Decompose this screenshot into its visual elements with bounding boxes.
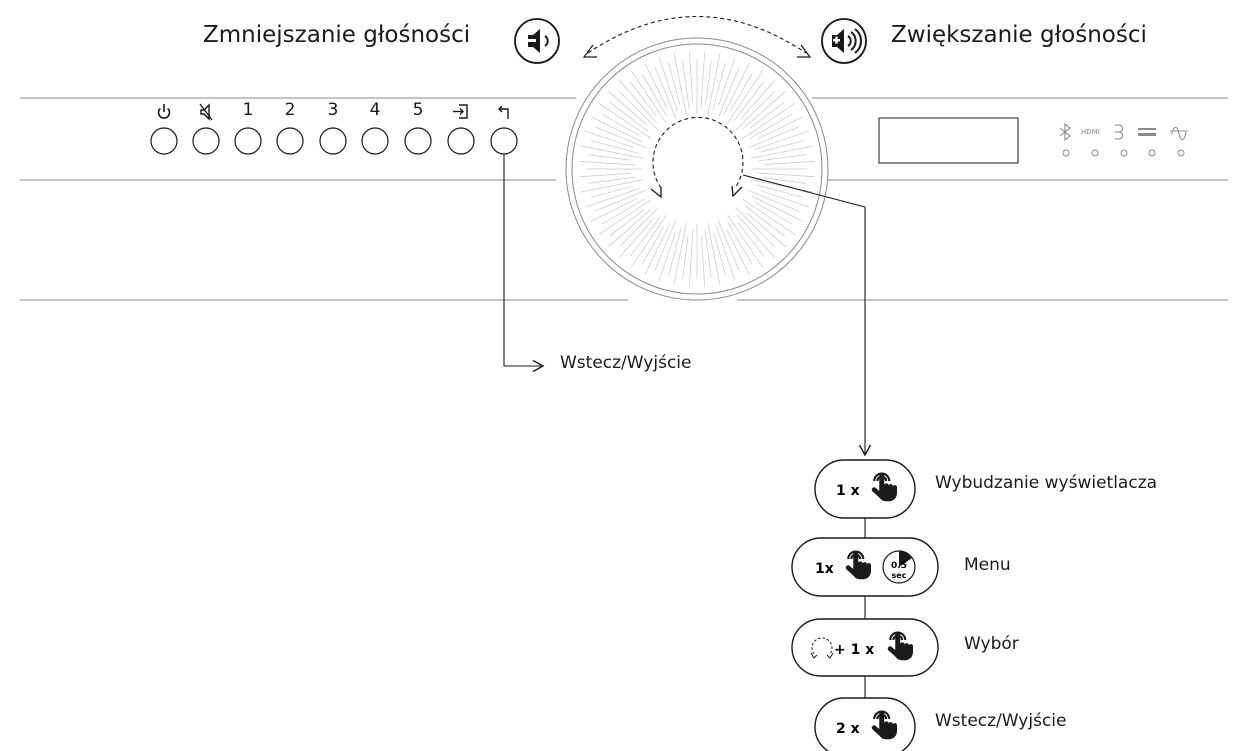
- action-select-count: + 1 x: [834, 642, 874, 658]
- action-back: 2 x: [814, 697, 916, 751]
- preset-1-label: 1: [242, 100, 254, 120]
- bluetooth-icon: [1059, 122, 1071, 142]
- action-wake-count: 1 x: [836, 483, 860, 499]
- action-wake: 1 x: [814, 459, 916, 519]
- back-button-description: Wstecz/Wyjście: [560, 353, 692, 373]
- knob-callout: [742, 174, 872, 457]
- volume-arc-arrow: [587, 15, 807, 54]
- optical-icon: [1115, 124, 1124, 140]
- preset-2-label: 2: [284, 100, 296, 120]
- menu-label: Menu: [964, 555, 1011, 575]
- button-row: [150, 127, 518, 155]
- rotate-hint-icon: [650, 116, 744, 199]
- display-window: [878, 117, 1019, 164]
- preset-3-label: 3: [327, 100, 339, 120]
- action-back-count: 2 x: [836, 721, 860, 737]
- volume-up-label: Zwiększanie głośności: [891, 22, 1147, 48]
- arc-arrow-right: [797, 44, 812, 58]
- input-icon: [453, 104, 468, 119]
- speaker-minus-icon: [514, 18, 560, 64]
- hdmi-label: HDMI: [1081, 128, 1100, 136]
- back-button-callout: [503, 154, 545, 373]
- back-arrow-icon: [498, 105, 509, 119]
- preset-4-button[interactable]: [361, 127, 389, 155]
- timer-unit: sec: [892, 571, 907, 580]
- preset-3-button[interactable]: [319, 127, 347, 155]
- mute-button[interactable]: [192, 127, 220, 155]
- indicator-leds: [1062, 149, 1185, 157]
- speaker-plus-icon: [821, 18, 867, 64]
- timer-icon: 0.5 sec: [882, 550, 916, 584]
- input-button[interactable]: [447, 127, 475, 155]
- back-button[interactable]: [490, 127, 518, 155]
- action-menu-count: 1x: [815, 561, 834, 577]
- knob-texture: [579, 51, 815, 287]
- timer-value: 0.5: [891, 561, 907, 571]
- volume-knob[interactable]: [565, 37, 829, 301]
- wake-display-label: Wybudzanie wyświetlacza: [935, 473, 1158, 493]
- analog-icon: [1170, 126, 1188, 141]
- power-button[interactable]: [150, 127, 178, 155]
- preset-5-label: 5: [412, 100, 424, 120]
- action-select: + 1 x: [791, 618, 939, 677]
- mute-icon: [199, 103, 213, 121]
- power-icon: [157, 104, 171, 119]
- back-exit-label: Wstecz/Wyjście: [935, 711, 1067, 731]
- preset-4-label: 4: [369, 100, 381, 120]
- arc-arrow-left: [582, 44, 597, 58]
- preset-5-button[interactable]: [404, 127, 432, 155]
- rotate-small-icon: [810, 637, 834, 659]
- ethernet-icon: [1138, 128, 1156, 136]
- device-outline: [20, 97, 1228, 301]
- action-menu: 1x 0.5 sec: [791, 537, 939, 597]
- preset-2-button[interactable]: [276, 127, 304, 155]
- volume-down-label: Zmniejszanie głośności: [203, 22, 471, 48]
- select-label: Wybór: [964, 634, 1019, 654]
- preset-1-button[interactable]: [234, 127, 262, 155]
